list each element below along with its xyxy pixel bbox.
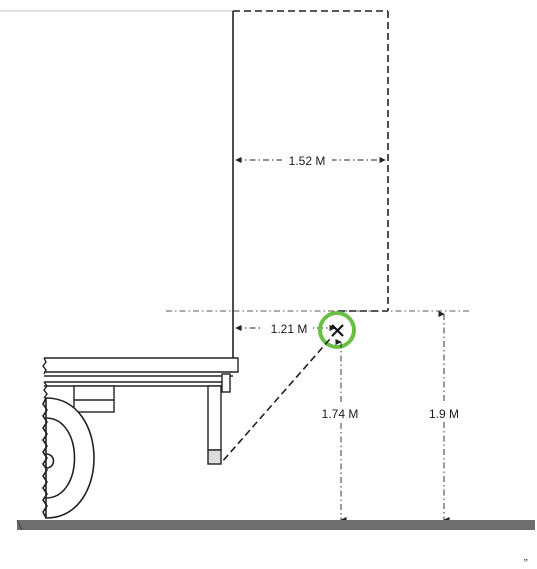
ground-left-edge <box>16 519 23 531</box>
rear-offset-label-bg <box>263 318 313 336</box>
corner-mark: ” <box>524 558 528 569</box>
frame-bracket <box>73 385 115 413</box>
hitch-height-label: 1.74 M <box>322 407 359 421</box>
floor-height-label: 1.9 M <box>429 407 459 421</box>
ground-slab <box>17 520 535 530</box>
tire-outline <box>45 397 95 519</box>
hitch-height-label-bg <box>312 403 368 421</box>
body-width-label: 1.52 M <box>289 154 326 168</box>
deck-outline <box>44 357 239 373</box>
rear-crossmember <box>221 373 231 393</box>
trailer-chassis <box>42 357 239 413</box>
rear-offset-label: 1.21 M <box>271 322 308 336</box>
rear-wheel <box>42 397 95 519</box>
tire-cut-edge <box>42 397 48 519</box>
guard-end-cap <box>207 449 222 465</box>
swing-path-dashed <box>220 330 338 464</box>
floor-height-label-bg <box>420 403 468 421</box>
tire-inner <box>45 417 76 499</box>
deck-rear-break <box>42 357 47 375</box>
underride-guard <box>207 385 222 465</box>
body-width-label-bg <box>282 150 332 168</box>
hub-outline <box>45 453 55 469</box>
frame-left-break <box>43 381 48 399</box>
guard-post <box>207 385 222 451</box>
